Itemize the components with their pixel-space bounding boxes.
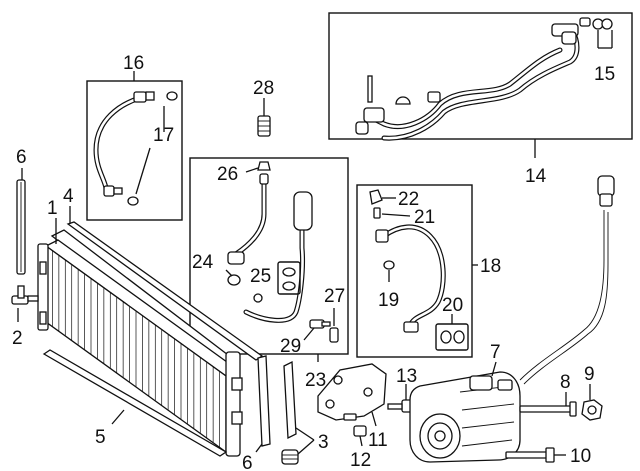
part-19-o-ring	[383, 260, 395, 270]
detail-box-23	[189, 157, 349, 355]
callout-15: 15	[594, 64, 615, 85]
callout-7: 7	[490, 342, 501, 363]
detail-box-18	[356, 184, 473, 358]
part-26-valve-cap	[257, 161, 271, 171]
part-22-cap	[369, 189, 383, 205]
part-6-side-seal-right	[257, 355, 271, 447]
part-10-bolt	[505, 447, 555, 463]
part-6-side-seal-left	[16, 179, 26, 275]
part-12-bolt	[343, 413, 367, 437]
callout-27: 27	[324, 286, 345, 307]
part-3-seal-and-bumper	[281, 360, 299, 465]
callout-6-bottom: 6	[242, 453, 253, 471]
callout-20: 20	[442, 295, 463, 316]
callout-5: 5	[95, 427, 106, 448]
part-8-stud	[519, 401, 577, 417]
part-7-ac-compressor	[409, 371, 521, 463]
callout-4: 4	[63, 186, 74, 207]
callout-17: 17	[153, 125, 174, 146]
callout-25: 25	[250, 266, 271, 287]
callout-29: 29	[280, 336, 301, 357]
part-21-valve-core	[373, 207, 381, 219]
callout-14: 14	[525, 166, 547, 187]
callout-23: 23	[305, 370, 326, 391]
callout-12: 12	[350, 450, 371, 471]
part-20-seal-kit	[435, 323, 469, 351]
callout-28: 28	[253, 78, 274, 99]
callout-11: 11	[368, 430, 388, 451]
part-15-o-rings	[592, 18, 613, 30]
callout-3: 3	[318, 432, 329, 453]
callout-19: 19	[378, 290, 399, 311]
callout-21: 21	[414, 207, 435, 228]
part-11-compressor-bracket	[317, 363, 387, 421]
part-18-hose	[375, 224, 446, 333]
callout-13: 13	[396, 366, 417, 387]
callout-1: 1	[47, 198, 58, 219]
callout-16: 16	[123, 53, 144, 74]
part-27-valve	[329, 327, 339, 343]
part-25-o-ring	[253, 293, 263, 303]
part-23-liquid-line	[227, 173, 313, 323]
part-9-nut	[581, 399, 603, 421]
detail-box-14	[328, 12, 633, 140]
compressor-wiring-harness	[519, 175, 615, 385]
part-24-o-ring	[227, 274, 241, 286]
callout-24: 24	[192, 252, 214, 273]
part-4-seal-strip	[66, 221, 264, 361]
callout-9: 9	[584, 364, 595, 385]
part-17-o-ring-2	[127, 196, 139, 206]
callout-10: 10	[570, 446, 591, 467]
callout-6-left: 6	[16, 147, 27, 168]
callout-2: 2	[12, 328, 23, 349]
part-25-seal-kit	[277, 261, 301, 295]
part-17-o-ring	[166, 91, 178, 101]
part-28-spring-fitting	[257, 115, 271, 137]
part-2-bolt	[11, 285, 39, 305]
callout-26: 26	[217, 164, 238, 185]
part-29-valve	[309, 319, 331, 329]
part-5-lower-seal	[42, 349, 228, 457]
callout-18: 18	[480, 256, 501, 277]
callout-22: 22	[398, 189, 419, 210]
part-1-condenser	[37, 229, 243, 457]
part-13-bolt	[387, 399, 413, 413]
part-14-suction-line	[355, 17, 591, 141]
callout-8: 8	[560, 372, 571, 393]
part-16-hose	[93, 91, 155, 197]
